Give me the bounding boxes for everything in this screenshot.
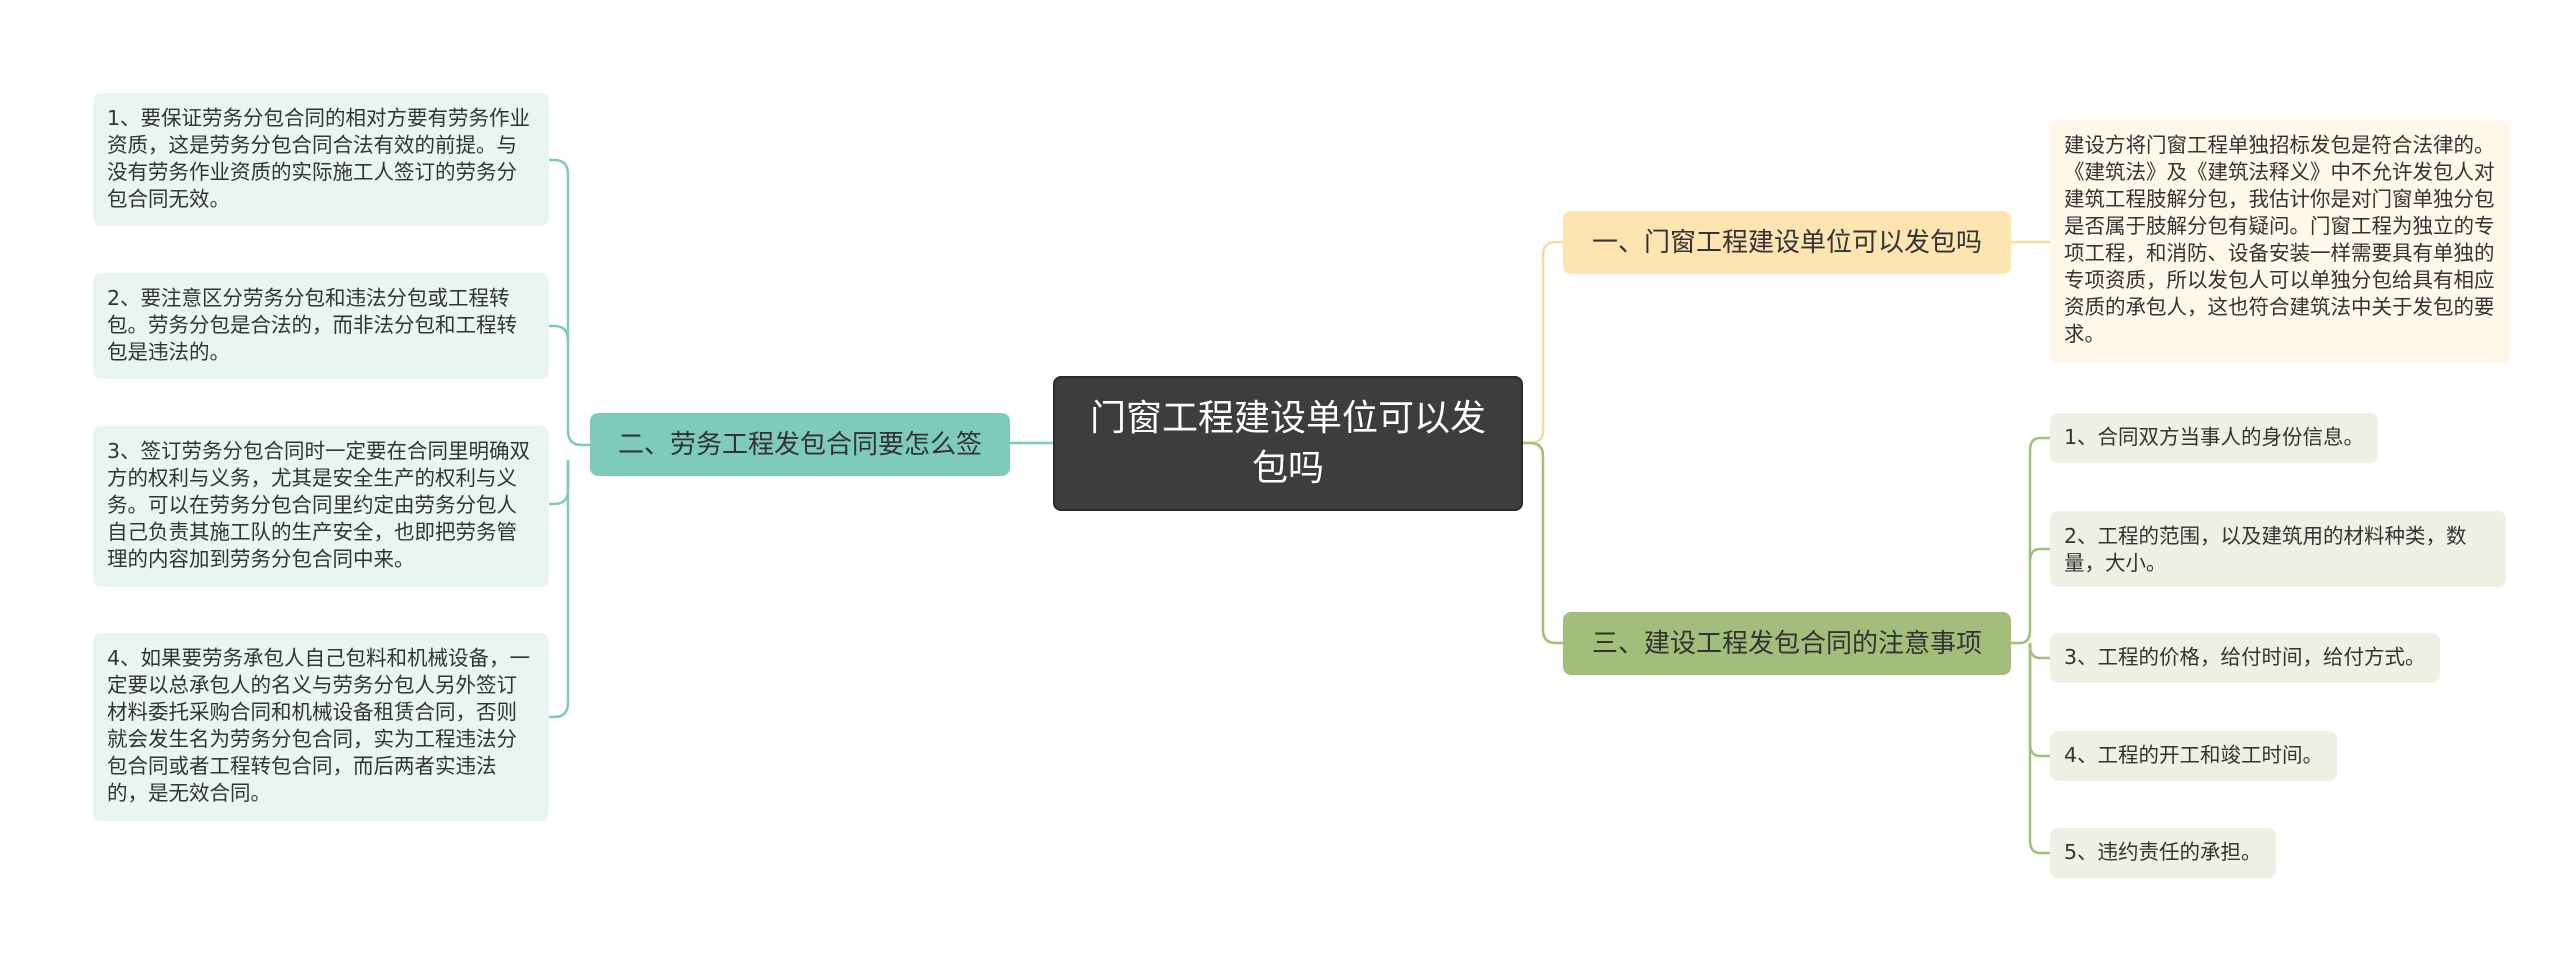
branch-3-leaf-4[interactable]: 4、工程的开工和竣工时间。	[2050, 731, 2338, 781]
branch-3-leaf-1[interactable]: 1、合同双方当事人的身份信息。	[2050, 413, 2379, 463]
leaf-text: 5、违约责任的承担。	[2064, 840, 2262, 864]
branch-1-leaf-1[interactable]: 建设方将门窗工程单独招标发包是符合法律的。《建筑法》及《建筑法释义》中不允许发包…	[2050, 120, 2510, 363]
central-topic-label: 门窗工程建设单位可以发包吗	[1089, 397, 1486, 489]
branch-2-leaf-4[interactable]: 4、如果要劳务承包人自己包料和机械设备，一定要以总承包人的名义与劳务分包人另外签…	[93, 633, 549, 821]
branch-3-leaf-5[interactable]: 5、违约责任的承担。	[2050, 828, 2276, 878]
link-branch-3-to-leaves	[2011, 436, 2050, 645]
branch-topic-1-label: 一、门窗工程建设单位可以发包吗	[1591, 227, 1982, 258]
link-branch-2-to-leaves	[549, 158, 590, 447]
branch-topic-1[interactable]: 一、门窗工程建设单位可以发包吗	[1563, 211, 2011, 274]
link-center-to-branch-1	[1523, 240, 1563, 445]
branch-2-leaf-3[interactable]: 3、签订劳务分包合同时一定要在合同里明确双方的权利与义务，尤其是安全生产的权利与…	[93, 426, 549, 587]
branch-topic-2[interactable]: 二、劳务工程发包合同要怎么签	[590, 413, 1010, 476]
branch-topic-3-label: 三、建设工程发包合同的注意事项	[1591, 628, 1982, 659]
branch-topic-2-label: 二、劳务工程发包合同要怎么签	[617, 429, 982, 460]
leaf-text: 2、工程的范围，以及建筑用的材料种类，数量，大小。	[2064, 524, 2467, 575]
leaf-text: 4、如果要劳务承包人自己包料和机械设备，一定要以总承包人的名义与劳务分包人另外签…	[107, 646, 531, 805]
leaf-text: 3、工程的价格，给付时间，给付方式。	[2064, 645, 2426, 669]
leaf-text: 2、要注意区分劳务分包和违法分包或工程转包。劳务分包是合法的，而非法分包和工程转…	[107, 286, 517, 364]
leaf-text: 4、工程的开工和竣工时间。	[2064, 743, 2324, 767]
link-center-to-branch-3	[1523, 441, 1563, 645]
branch-3-leaf-3[interactable]: 3、工程的价格，给付时间，给付方式。	[2050, 633, 2440, 683]
branch-3-leaf-2[interactable]: 2、工程的范围，以及建筑用的材料种类，数量，大小。	[2050, 511, 2506, 587]
branch-2-leaf-2[interactable]: 2、要注意区分劳务分包和违法分包或工程转包。劳务分包是合法的，而非法分包和工程转…	[93, 273, 549, 379]
leaf-text: 建设方将门窗工程单独招标发包是符合法律的。《建筑法》及《建筑法释义》中不允许发包…	[2064, 133, 2495, 346]
branch-2-leaf-1[interactable]: 1、要保证劳务分包合同的相对方要有劳务作业资质，这是劳务分包合同合法有效的前提。…	[93, 93, 549, 226]
leaf-text: 1、要保证劳务分包合同的相对方要有劳务作业资质，这是劳务分包合同合法有效的前提。…	[107, 106, 531, 211]
branch-topic-3[interactable]: 三、建设工程发包合同的注意事项	[1563, 612, 2011, 675]
central-topic[interactable]: 门窗工程建设单位可以发包吗	[1053, 376, 1523, 511]
leaf-text: 1、合同双方当事人的身份信息。	[2064, 425, 2365, 449]
leaf-text: 3、签订劳务分包合同时一定要在合同里明确双方的权利与义务，尤其是安全生产的权利与…	[107, 439, 531, 571]
